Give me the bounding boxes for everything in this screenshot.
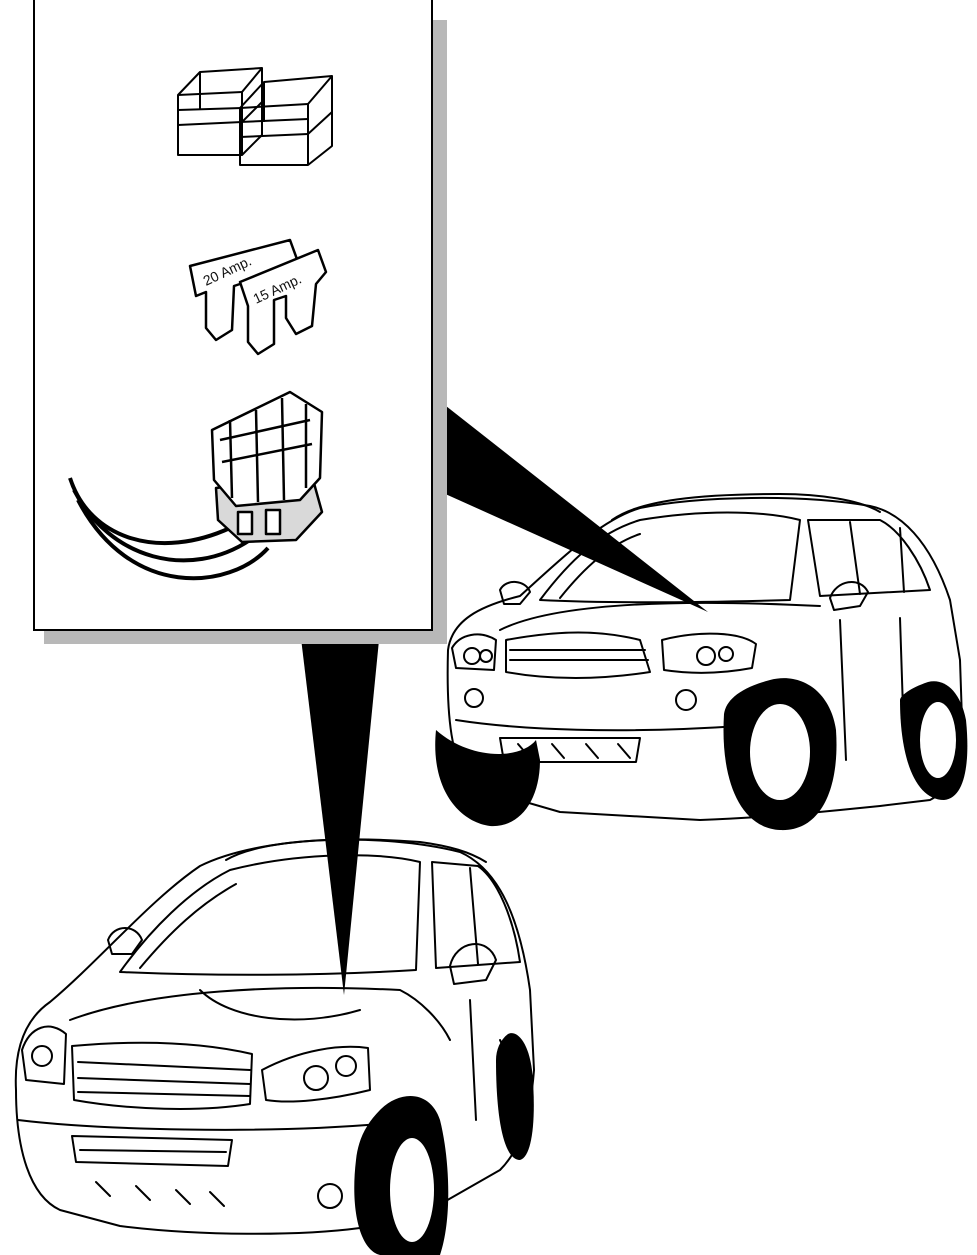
- vehicle-rear-wheels: [435, 678, 967, 830]
- vehicle-front-wheels: [354, 1033, 534, 1255]
- callout-pointer-front-vehicle: [300, 630, 380, 995]
- vehicle-front-icon: [16, 839, 534, 1233]
- vehicle-front-wheel-rims: [390, 1138, 434, 1242]
